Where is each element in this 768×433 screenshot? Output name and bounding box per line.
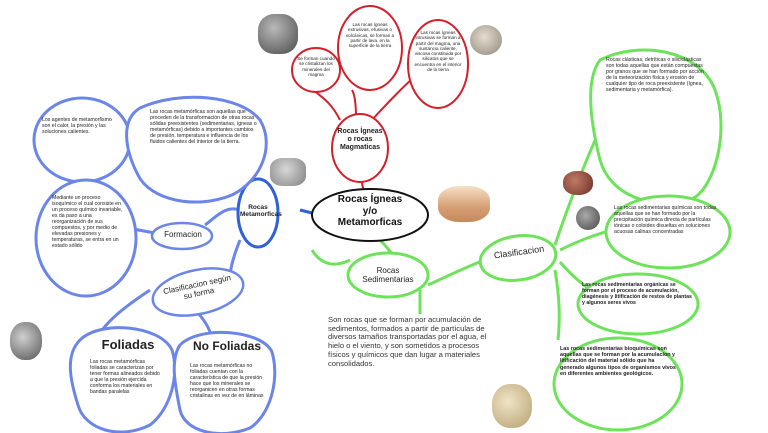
foliated-node[interactable] [68,326,177,433]
metamorphic-agents-node[interactable] [32,96,132,184]
nonfoliated-text: Las rocas metamórficas no foliadas cuent… [190,363,264,399]
center-title-line2: y/o [362,205,378,217]
organic-node[interactable] [576,272,700,336]
sedimentary-biochemical: Las rocas sedimentarias bioquímicas son … [560,346,676,377]
igneous-heading: Rocas Ígneas o rocas Magmaticas [337,128,383,152]
rock-photo-sedimentary-2 [563,171,593,195]
metamorphic-definition: Las rocas metamórficas son aquellas que … [150,109,257,145]
sedimentary-definition: Son rocas que se forman por acumulación … [328,315,487,368]
chemical-node[interactable] [604,194,732,270]
rock-photo-sedimentary-4 [492,384,532,428]
metamorphic-agents: Los agentes de metamorfismo son el calor… [42,117,112,135]
biochemical-node[interactable] [552,336,684,432]
formation-label: Formacion [164,230,202,239]
formation-label-node[interactable] [150,221,214,251]
igneous-node-right[interactable] [407,19,469,109]
center-title-line1: Rocas Ígneas [337,194,403,205]
nonfoliated-node[interactable] [172,330,277,433]
foliated-title: Foliadas [101,337,155,352]
rock-photo-metamorphic-2 [10,322,42,360]
igneous-node-mid[interactable] [337,5,403,91]
metamorphic-heading-node[interactable] [236,177,280,249]
igneous-text-left: Se forman cuando se cristalizan los mine… [297,56,335,77]
sedimentary-chemical: Las rocas sedimentarias químicas son tod… [614,205,717,235]
rock-photo-metamorphic-1 [270,158,306,186]
igneous-text-mid: Las rocas ígneas extrusivas, efusivas o … [345,22,395,49]
metamorphic-definition-node[interactable] [125,95,268,204]
sedimentary-heading-node[interactable] [346,251,430,299]
sedimentary-heading: Rocas Sedimentarias [362,266,414,285]
igneous-node-left[interactable] [291,47,341,93]
center-node[interactable] [311,188,429,242]
sedimentary-clastic: Rocas clásticas, detríticas o siliciclás… [606,57,704,93]
sedimentary-class-node[interactable] [477,231,558,285]
igneous-heading-node[interactable] [331,113,389,183]
metamorphic-heading: Rocas Metamorficas [240,204,282,219]
rock-photo-sedimentary-1 [438,186,490,222]
sedimentary-organic: Las rocas sedimentarias orgánicas se for… [582,282,692,306]
nonfoliated-title: No Foliadas [192,339,261,353]
center-title-line3: Metamorficas [337,217,403,228]
rock-photo-igneous-2 [470,25,502,55]
formation-text: Mediante un proceso isoquímico el cual c… [52,195,123,249]
igneous-text-right: Las rocas ígneas intrusivas se forman a … [414,30,462,72]
rock-photo-sedimentary-3 [576,206,600,230]
formation-text-node[interactable] [34,178,138,298]
rock-photo-igneous-1 [258,14,298,54]
center-title: Rocas Ígneas y/o Metamorficas [326,194,414,229]
classification-label-node[interactable] [148,261,247,323]
foliated-text: Las rocas metamórficas foliadas se carac… [90,359,160,395]
